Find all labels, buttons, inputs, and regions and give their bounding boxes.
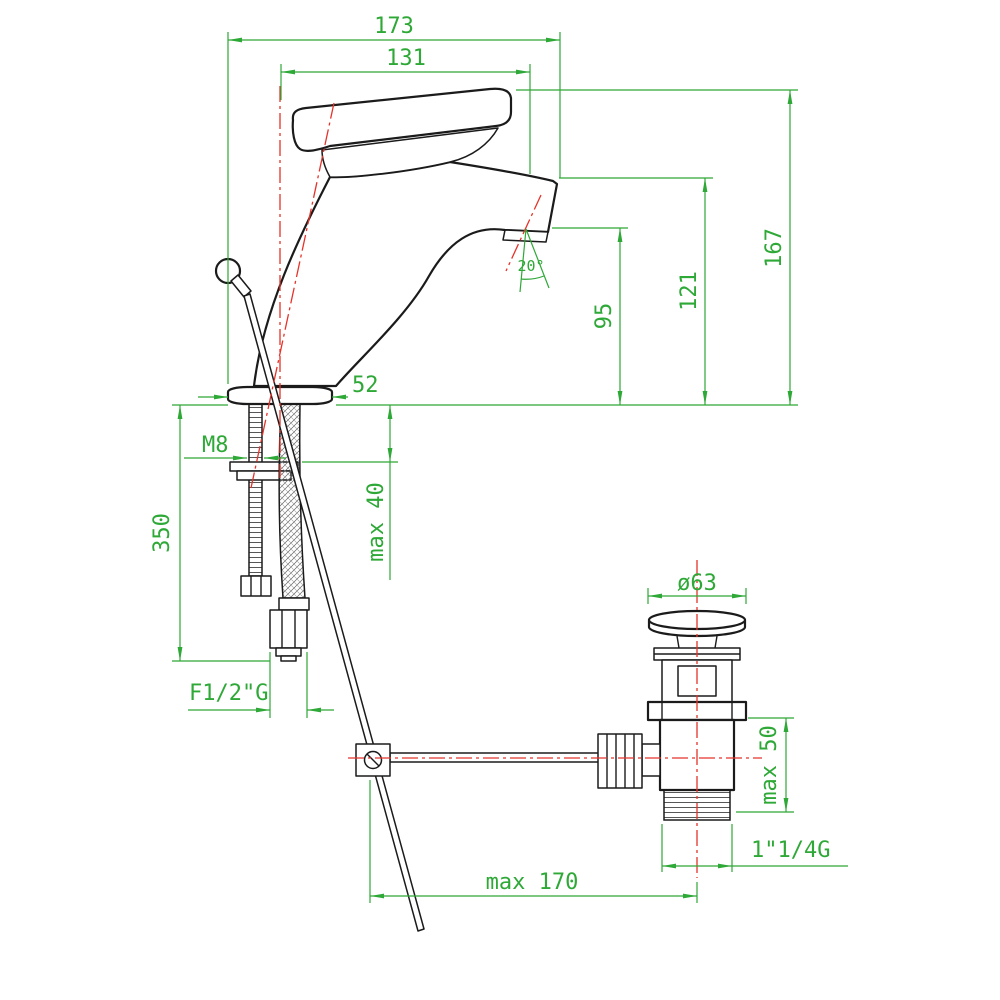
mounting-stud [248, 403, 263, 577]
dim-spout-top-height: 121 [559, 177, 713, 405]
dim-spout-angle-label: 20° [517, 257, 544, 275]
aerator-axis-centerline [505, 194, 542, 272]
dim-hose-length-label: 350 [150, 513, 175, 553]
waste-neck [714, 635, 718, 649]
rod-socket [641, 743, 661, 777]
dim-max-waste-height-label: max 50 [757, 725, 782, 804]
dim-hose-connection-label: F1/2"G [189, 681, 268, 706]
dim-hose-connection: F1/2"G [188, 652, 334, 718]
stud-nut [240, 575, 272, 597]
dim-spout-reach: 131 [280, 46, 531, 174]
dim-total-height-label: 167 [762, 228, 787, 268]
hose-ferrule [275, 647, 302, 657]
dim-spout-top-height-label: 121 [677, 271, 702, 311]
dim-aerator-height-label: 95 [592, 303, 617, 330]
faucet-body [252, 160, 559, 388]
hose-collar [278, 597, 310, 611]
dim-stud-thread: M8 [184, 433, 286, 461]
dim-base-width-label: 52 [352, 373, 379, 398]
dim-spout-reach-label: 131 [386, 46, 426, 71]
angle-line [525, 228, 550, 289]
hose-nut [269, 609, 308, 649]
dim-max-waste-height: max 50 [736, 717, 794, 813]
dim-waste-cap-diameter: ø63 [647, 571, 747, 604]
hose-tip [280, 655, 297, 662]
dim-hose-length: 350 [150, 404, 270, 662]
dim-waste-cap-diameter-label: ø63 [677, 571, 717, 596]
dim-total-height: 167 [336, 89, 798, 406]
lever-handle [291, 87, 513, 152]
waste-neck [676, 635, 680, 649]
drain-assembly [597, 609, 748, 821]
angle-line [519, 228, 527, 293]
dim-waste-thread-label: 1"1/4G [751, 838, 830, 863]
dim-max-rod-reach-label: max 170 [486, 870, 579, 895]
dim-max-deck-thickness: max 40 [302, 405, 398, 580]
dim-total-width: 173 [227, 14, 561, 384]
centerlines [250, 86, 762, 878]
dim-stud-thread-label: M8 [202, 433, 229, 458]
dim-base-width: 52 [198, 373, 379, 400]
dim-max-deck-thickness-label: max 40 [364, 482, 389, 561]
dim-aerator-height: 95 [552, 227, 628, 405]
cartridge-axis-centerline [250, 102, 335, 489]
clamp-screw-slot [366, 753, 380, 767]
angle-arc [520, 275, 545, 280]
pop-up-knob-stem [230, 274, 252, 298]
dim-max-rod-reach: max 170 [369, 780, 698, 903]
knurled-nut [597, 733, 643, 789]
rod-clamp [355, 743, 391, 777]
dimensions: 173 131 167 121 95 52 [150, 14, 848, 903]
dim-spout-angle: 20° [517, 228, 550, 293]
dim-total-width-label: 173 [374, 14, 414, 39]
cartridge-collar [321, 127, 499, 178]
dim-waste-thread: 1"1/4G [661, 824, 848, 872]
